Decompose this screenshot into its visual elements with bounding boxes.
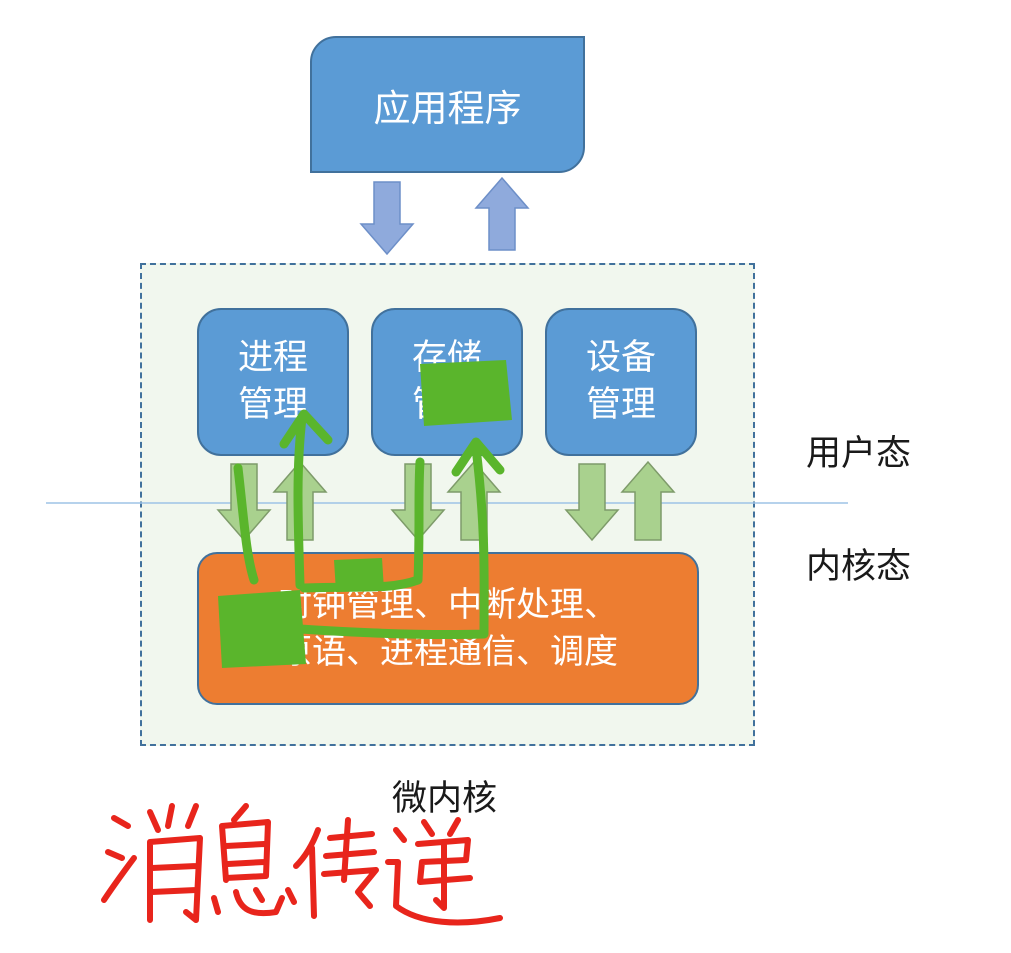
user-mode-label: 用户态 <box>806 434 912 474</box>
device-management-box: 设备 管理 <box>545 308 697 456</box>
application-box: 应用程序 <box>310 36 585 173</box>
scribble-core-left <box>218 590 306 668</box>
device-management-line2: 管理 <box>585 385 656 425</box>
arrow-up-device <box>620 460 676 541</box>
application-label: 应用程序 <box>373 86 522 130</box>
device-management-line1: 设备 <box>585 338 656 378</box>
annotation-arrow-up-process <box>279 409 333 590</box>
annotation-stroke-down <box>233 463 259 585</box>
annotation-arrow-up-storage <box>241 437 505 640</box>
scribble-storage <box>420 360 512 426</box>
arrow-down-app <box>359 181 415 256</box>
red-handwriting <box>101 803 503 926</box>
arrow-up-app <box>474 176 530 251</box>
microkernel-caption: 微内核 <box>392 779 498 819</box>
kernel-mode-label: 内核态 <box>806 547 912 587</box>
green-scribbles <box>218 360 512 668</box>
scribble-core-middle <box>334 558 384 592</box>
process-management-line1: 进程 <box>237 338 308 378</box>
arrow-down-device <box>564 463 620 542</box>
